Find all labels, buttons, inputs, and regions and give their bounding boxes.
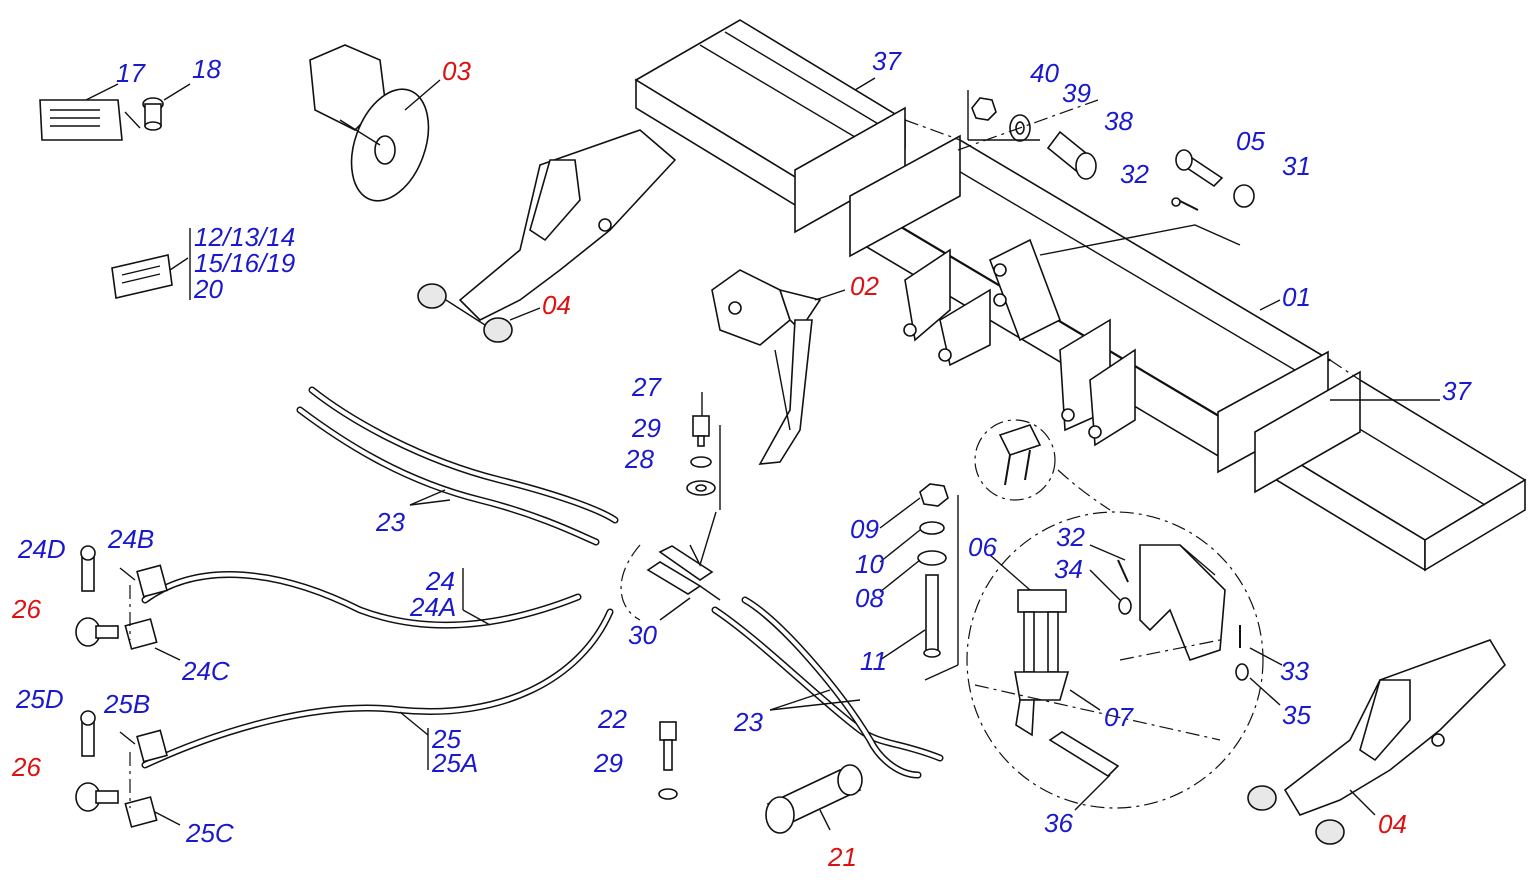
label-23-upper: 23 bbox=[375, 507, 405, 537]
label-37-lower: 37 bbox=[1442, 376, 1472, 406]
label-02: 02 bbox=[850, 271, 879, 301]
detail-view bbox=[966, 419, 1264, 809]
label-27: 27 bbox=[631, 372, 662, 402]
label-01: 01 bbox=[1282, 282, 1311, 312]
label-32-detail: 32 bbox=[1056, 522, 1085, 552]
label-07: 07 bbox=[1104, 702, 1134, 732]
label-03: 03 bbox=[442, 56, 471, 86]
label-21: 21 bbox=[827, 842, 857, 872]
label-05: 05 bbox=[1236, 126, 1265, 156]
label-09: 09 bbox=[850, 514, 879, 544]
label-29-upper: 29 bbox=[631, 413, 661, 443]
couplers bbox=[75, 545, 181, 828]
end-beam-upper bbox=[634, 19, 907, 234]
label-35: 35 bbox=[1282, 700, 1311, 730]
cylinder-and-bolt bbox=[658, 721, 863, 834]
label-06: 06 bbox=[968, 532, 997, 562]
label-23-lower: 23 bbox=[733, 707, 763, 737]
label-24c: 24C bbox=[181, 656, 230, 686]
label-11: 11 bbox=[860, 646, 887, 676]
label-10: 10 bbox=[855, 549, 884, 579]
main-frame-assembly bbox=[634, 19, 1527, 572]
label-04-lower: 04 bbox=[1378, 809, 1407, 839]
hydraulic-hoses bbox=[141, 386, 944, 779]
label-39: 39 bbox=[1062, 78, 1091, 108]
label-24a: 24A bbox=[409, 592, 456, 622]
arm-unit-lower bbox=[1247, 639, 1507, 845]
frame-hardware bbox=[957, 90, 1255, 256]
hitch-plates bbox=[903, 238, 1136, 447]
label-25b: 25B bbox=[103, 689, 150, 719]
label-29-lower: 29 bbox=[593, 748, 623, 778]
leader-lines bbox=[399, 77, 1440, 831]
label-20: 20 bbox=[193, 274, 223, 304]
label-24: 24 bbox=[425, 566, 455, 596]
label-30: 30 bbox=[628, 620, 657, 650]
nameplates bbox=[39, 83, 191, 300]
label-18: 18 bbox=[192, 54, 221, 84]
label-12-13-14: 12/13/14 bbox=[194, 222, 295, 252]
label-25: 25 bbox=[431, 724, 461, 754]
label-32-upper: 32 bbox=[1120, 159, 1149, 189]
label-15-16-19: 15/16/19 bbox=[194, 248, 295, 278]
manifold-fittings bbox=[620, 415, 721, 621]
label-04-upper: 04 bbox=[542, 290, 571, 320]
label-37-upper: 37 bbox=[872, 46, 902, 76]
disc-unit bbox=[309, 44, 430, 202]
label-17: 17 bbox=[116, 58, 146, 88]
label-33: 33 bbox=[1280, 656, 1309, 686]
label-34: 34 bbox=[1054, 554, 1083, 584]
label-28: 28 bbox=[624, 444, 654, 474]
label-38: 38 bbox=[1104, 106, 1133, 136]
label-25a: 25A bbox=[431, 748, 478, 778]
label-31: 31 bbox=[1282, 151, 1311, 181]
end-beam-lower bbox=[1254, 370, 1527, 572]
label-24b: 24B bbox=[107, 524, 154, 554]
label-40: 40 bbox=[1030, 58, 1059, 88]
label-22: 22 bbox=[597, 704, 627, 734]
label-26-upper: 26 bbox=[11, 594, 41, 624]
part-labels: 17 18 03 12/13/14 15/16/19 20 04 37 40 3… bbox=[11, 46, 1472, 872]
arm-unit-upper bbox=[417, 129, 677, 343]
label-25c: 25C bbox=[185, 818, 234, 848]
label-26-lower: 26 bbox=[11, 752, 41, 782]
label-24d: 24D bbox=[17, 534, 66, 564]
label-25d: 25D bbox=[15, 684, 64, 714]
label-36: 36 bbox=[1044, 808, 1073, 838]
label-08: 08 bbox=[855, 583, 884, 613]
bolt-stack bbox=[917, 483, 959, 681]
ripper-shank-unit bbox=[711, 269, 822, 465]
